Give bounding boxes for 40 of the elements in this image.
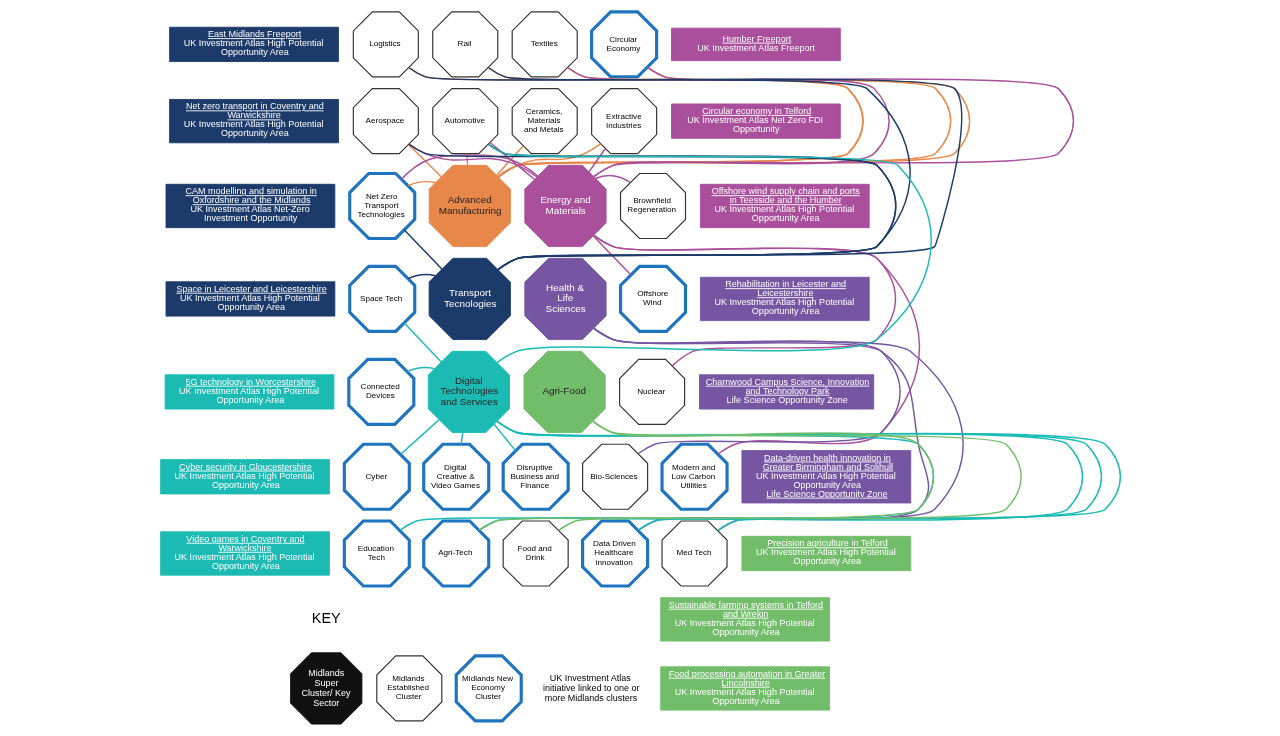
connector [403,322,442,363]
connector [497,143,601,178]
node-box: East Midlands Freeport UK Investment Atlas High Potential Opportunity Area [168,26,339,62]
connector [399,419,440,456]
connector [495,145,524,176]
node-box: Humber Freeport UK Investment Atlas Freeport [670,27,841,62]
connector [587,147,606,173]
connector [407,143,896,271]
node-box: Net zero transport in Coventry and Warwickshire UK Investment Atlas High Potential Opportunity Area [168,99,339,144]
connector [407,273,436,280]
connector [406,366,435,373]
label: UK Investment Atlas initiative linked to one or more Midlands clusters [542,672,640,703]
connector [492,423,516,452]
connector [591,235,631,276]
node-box: Charnwood Campus Science, Innovation and Technology Park Life Science Opportunity Zone [698,374,874,410]
node-box: Sustainable farming systems in Telford and Wrekin UK Investment Atlas High Potential Opportunity Area [659,597,830,642]
connector [403,229,443,270]
node-box: Data-driven health innovation in Greater Birmingham and Solihull UK Investment Atlas High Potential Opportunity Area Life Science Opportunity Zone [740,450,911,504]
connector [488,141,535,180]
label: KEY [311,609,341,626]
node-box: Video games in Coventry and Warwickshire UK Investment Atlas High Potential Opportunity Area [159,531,330,576]
connector [592,234,896,367]
node-box: Food processing automation in Greater Lincolnshire UK Investment Atlas High Potential Opportunity Area [659,666,830,711]
node-box: Circular economy in Telford UK Investment Atlas Net Zero FDI Opportunity [670,103,841,139]
node-box: Precision agriculture in Telford UK Investment Atlas High Potential Opportunity Area [740,535,911,572]
connector [557,420,1022,531]
connector [487,143,932,364]
connector [594,174,631,184]
node-box: 5G technology in Worcestershire UK Investment Atlas High Potential Opportunity Area [164,374,334,410]
connector [592,234,920,455]
node-box: Cyber security in Gloucestershire UK Investment Atlas High Potential Opportunity Area [159,459,330,495]
connector [407,144,442,178]
node-box: Offshore wind supply chain and ports in Teesside and the Humber UK Investment Atlas High Potential Opportunity Area [699,183,870,229]
node-box: Rehabilitation in Leicester and Leicestershire UK Investment Atlas High Potential Opportunity Area [699,276,870,322]
connector [408,143,538,178]
node-box: CAM modelling and simulation in Oxfordshire and the Midlands UK Investment Atlas Net-Zero Investment Opportunity [165,183,335,229]
connector [407,67,911,271]
node-box: Space in Leicester and Leicestershire UK Investment Atlas High Potential Opportunity Area [165,281,335,317]
connector [407,180,436,187]
connector [592,327,901,455]
